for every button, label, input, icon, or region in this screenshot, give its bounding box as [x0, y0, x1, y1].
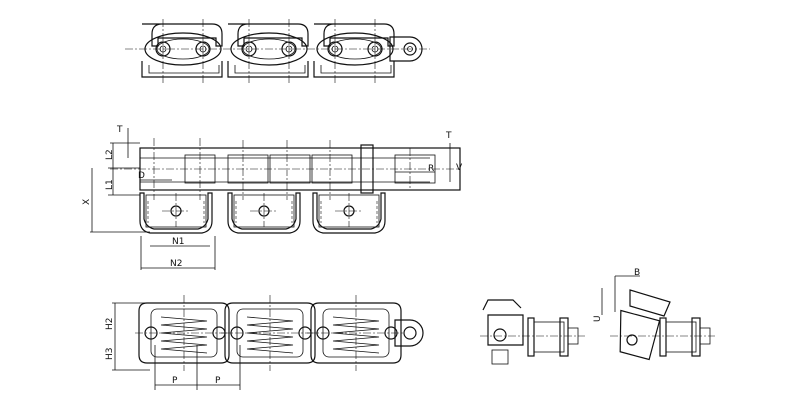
- dim-label-l1: L1: [105, 179, 115, 190]
- dim-label-p-left: P: [172, 376, 178, 386]
- dim-label-n1: N1: [172, 237, 184, 247]
- dim-label-n2: N2: [170, 259, 182, 269]
- dim-label-l2: L2: [105, 149, 115, 160]
- dim-label-t-right: T: [445, 131, 452, 141]
- dim-label-v: V: [456, 163, 463, 173]
- dim-label-b: B: [634, 268, 640, 278]
- dim-label-h2: H2: [105, 318, 115, 331]
- dim-label-r: R: [428, 164, 434, 174]
- dim-label-p-right: P: [215, 376, 221, 386]
- spring-view: [112, 294, 424, 390]
- dim-label-x: X: [82, 199, 92, 205]
- end-link: [389, 36, 423, 62]
- dim-label-u: U: [593, 315, 603, 322]
- top-view: [125, 18, 430, 86]
- side-view: [90, 128, 461, 270]
- end-view-left: [480, 299, 585, 365]
- dim-label-d: D: [138, 171, 145, 181]
- end-view-right: [601, 275, 715, 361]
- dim-label-h3: H3: [105, 348, 115, 361]
- dim-label-t-left: T: [116, 125, 123, 135]
